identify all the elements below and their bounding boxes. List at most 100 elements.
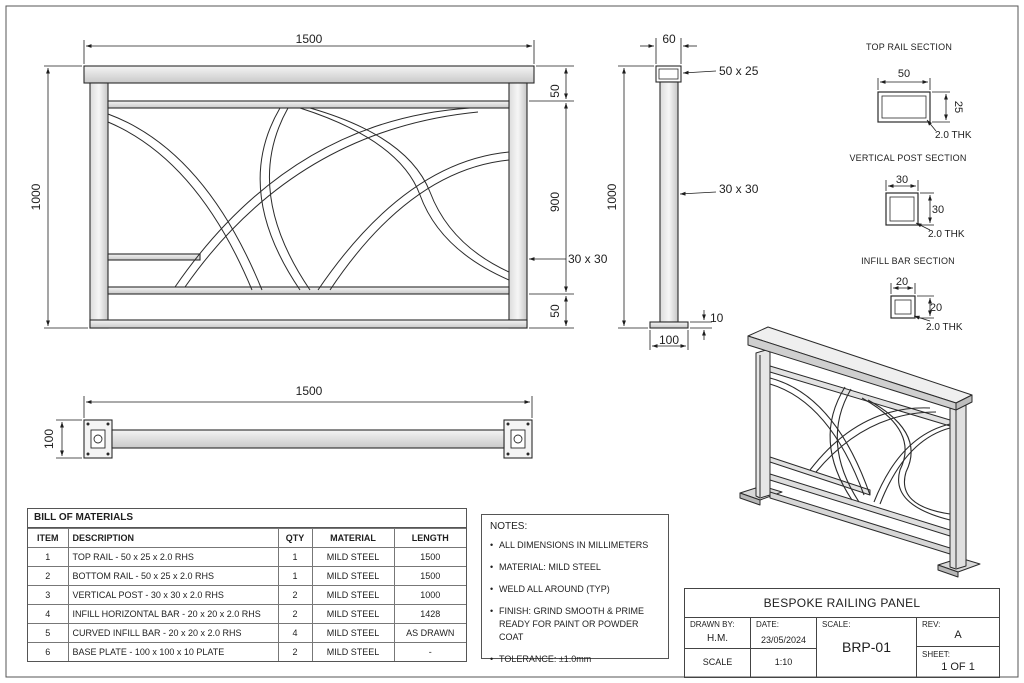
bom-description: TOP RAIL - 50 x 25 x 2.0 RHS <box>67 547 279 567</box>
date-label: DATE: <box>756 620 779 629</box>
bom-length: 1428 <box>393 604 466 624</box>
bom-material: MILD STEEL <box>311 547 395 567</box>
top-rail-section: TOP RAIL SECTION 50 25 2.0 THK <box>866 42 972 141</box>
date-cell: DATE: 23/05/2024 <box>751 617 817 649</box>
scale-label: SCALE: <box>822 620 851 629</box>
bom-qty: 4 <box>277 623 313 643</box>
drawn-by-value: H.M. <box>706 633 729 644</box>
note-item: WELD ALL AROUND (TYP) <box>490 583 660 596</box>
bom-description: CURVED INFILL BAR - 20 x 20 x 2.0 RHS <box>67 623 279 643</box>
scale-value: 1:10 <box>774 657 793 667</box>
note-item: MATERIAL: MILD STEEL <box>490 561 660 574</box>
bom-item: 5 <box>28 623 69 643</box>
bom-qty: 1 <box>277 566 313 586</box>
plan-view <box>83 419 533 459</box>
plan-rail <box>111 429 505 449</box>
infill-bar-section-height: 20 <box>930 302 942 314</box>
elevation-dimensions <box>44 40 574 329</box>
vertical-post-section-thickness: 2.0 THK <box>928 229 965 240</box>
plan-width-dim: 1500 <box>296 384 323 398</box>
side-post-label: 30 x 30 <box>719 182 759 196</box>
note-item: ALL DIMENSIONS IN MILLIMETERS <box>490 539 660 552</box>
sheet-value: 1 OF 1 <box>941 661 975 673</box>
rev-cell: REV: A <box>917 617 999 647</box>
scale-label-cell: SCALE <box>685 649 751 677</box>
top-rail-section-height: 25 <box>952 101 964 113</box>
curved-infill-bars <box>107 107 510 291</box>
top-rail <box>83 65 535 84</box>
sheet-cell: SHEET: 1 OF 1 <box>917 647 999 677</box>
side-top-rail-label: 50 x 25 <box>719 64 759 78</box>
bom-material: MILD STEEL <box>311 604 395 624</box>
bom-item: 2 <box>28 566 69 586</box>
side-height-dim: 1000 <box>605 183 619 210</box>
bill-of-materials: BILL OF MATERIALS ITEM DESCRIPTION QTY M… <box>27 508 467 662</box>
rev-value: A <box>954 629 962 641</box>
vertical-post-section-title: VERTICAL POST SECTION <box>849 153 966 163</box>
bom-material: MILD STEEL <box>311 642 395 661</box>
vertical-post-section-height: 30 <box>932 204 944 216</box>
bom-qty: 2 <box>277 642 313 661</box>
top-rail-section-thickness: 2.0 THK <box>935 130 972 141</box>
bom-row: 3 VERTICAL POST - 30 x 30 x 2.0 RHS 2 MI… <box>28 585 466 605</box>
bottom-rail-height-dim: 50 <box>548 304 562 318</box>
drawn-by-label: DRAWN BY: <box>690 620 735 629</box>
bom-description: VERTICAL POST - 30 x 30 x 2.0 RHS <box>67 585 279 605</box>
infill-bar-section: INFILL BAR SECTION 20 20 2.0 THK <box>861 256 963 333</box>
rev-label: REV: <box>922 620 941 629</box>
bom-material: MILD STEEL <box>311 585 395 605</box>
notes-title: NOTES: <box>490 521 528 532</box>
bom-row: 6 BASE PLATE - 100 x 100 x 10 PLATE 2 MI… <box>28 642 466 661</box>
infill-bar-section-width: 20 <box>896 276 908 288</box>
bom-description: BOTTOM RAIL - 50 x 25 x 2.0 RHS <box>67 566 279 586</box>
title-block: BESPOKE RAILING PANEL DRAWN BY: H.M. SCA… <box>684 588 1000 678</box>
bom-header-item: ITEM <box>28 528 69 548</box>
top-rail-section-title: TOP RAIL SECTION <box>866 42 952 52</box>
top-rail-height-dim: 50 <box>548 84 562 98</box>
bom-item: 1 <box>28 547 69 567</box>
left-post <box>89 82 109 329</box>
elevation-height-dim: 1000 <box>29 183 43 210</box>
bom-length: AS DRAWN <box>393 623 466 643</box>
plan-depth-dim: 100 <box>42 429 56 449</box>
bom-material: MILD STEEL <box>311 623 395 643</box>
drawing-number: BRP-01 <box>841 639 892 655</box>
elevation-width-dim: 1500 <box>296 32 323 46</box>
drawing-number-cell: SCALE: BRP-01 <box>817 617 917 677</box>
right-post <box>508 82 528 329</box>
infill-bar-section-thickness: 2.0 THK <box>926 322 963 333</box>
sheet-label: SHEET: <box>922 650 951 659</box>
infill-bar-section-title: INFILL BAR SECTION <box>861 256 955 266</box>
bom-item: 3 <box>28 585 69 605</box>
date-value: 23/05/2024 <box>760 635 807 645</box>
side-top-width-dim: 60 <box>662 32 676 46</box>
drawn-by-cell: DRAWN BY: H.M. <box>685 617 751 649</box>
plate-width-dim: 100 <box>659 333 679 347</box>
plate-thickness-dim: 10 <box>710 311 724 325</box>
front-elevation <box>83 65 535 329</box>
side-base-plate <box>649 321 689 329</box>
bom-length: 1500 <box>393 566 466 586</box>
bom-length: - <box>393 642 466 661</box>
bom-description: BASE PLATE - 100 x 100 x 10 PLATE <box>67 642 279 661</box>
bom-qty: 1 <box>277 547 313 567</box>
side-post <box>659 81 679 323</box>
bom-header-description: DESCRIPTION <box>67 528 279 548</box>
side-dimensions <box>618 38 717 350</box>
note-item: TOLERANCE: ±1.0mm <box>490 653 660 666</box>
bom-header-length: LENGTH <box>393 528 466 548</box>
isometric-view <box>739 326 981 578</box>
drawing-title: BESPOKE RAILING PANEL <box>685 589 999 618</box>
bom-table: ITEM DESCRIPTION QTY MATERIAL LENGTH 1 T… <box>28 528 466 661</box>
notes-panel: NOTES: ALL DIMENSIONS IN MILLIMETERS MAT… <box>481 514 669 666</box>
top-rail-section-width: 50 <box>898 68 910 80</box>
bom-row: 2 BOTTOM RAIL - 50 x 25 x 2.0 RHS 1 MILD… <box>28 566 466 586</box>
bom-row: 5 CURVED INFILL BAR - 20 x 20 x 2.0 RHS … <box>28 623 466 643</box>
bom-row: 4 INFILL HORIZONTAL BAR - 20 x 20 x 2.0 … <box>28 604 466 624</box>
bom-item: 4 <box>28 604 69 624</box>
vertical-post-section: VERTICAL POST SECTION 30 30 2.0 THK <box>849 153 966 240</box>
elevation-post-label: 30 x 30 <box>568 252 608 266</box>
bom-row: 1 TOP RAIL - 50 x 25 x 2.0 RHS 1 MILD ST… <box>28 547 466 567</box>
